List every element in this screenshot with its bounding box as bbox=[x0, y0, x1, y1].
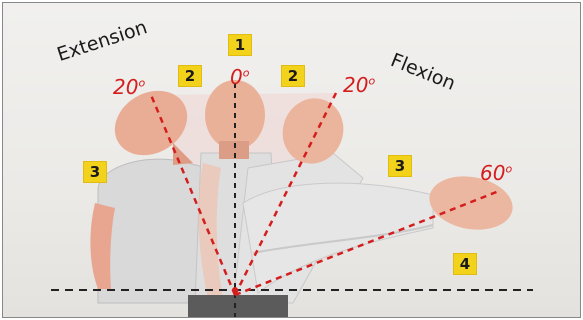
extension-angle: 20o bbox=[113, 77, 145, 97]
flexion-mid-angle: 20o bbox=[343, 75, 375, 95]
trousers bbox=[188, 295, 288, 317]
badge-2-right: 2 bbox=[281, 65, 305, 87]
badge-1: 1 bbox=[228, 34, 252, 56]
badge-4: 4 bbox=[453, 253, 477, 275]
badge-3-right: 3 bbox=[388, 155, 412, 177]
badge-2-left: 2 bbox=[178, 65, 202, 87]
neutral-angle: 0o bbox=[230, 67, 249, 87]
flexion-full-angle: 60o bbox=[480, 163, 512, 183]
badge-3-left: 3 bbox=[83, 161, 107, 183]
pivot-point bbox=[232, 287, 238, 293]
